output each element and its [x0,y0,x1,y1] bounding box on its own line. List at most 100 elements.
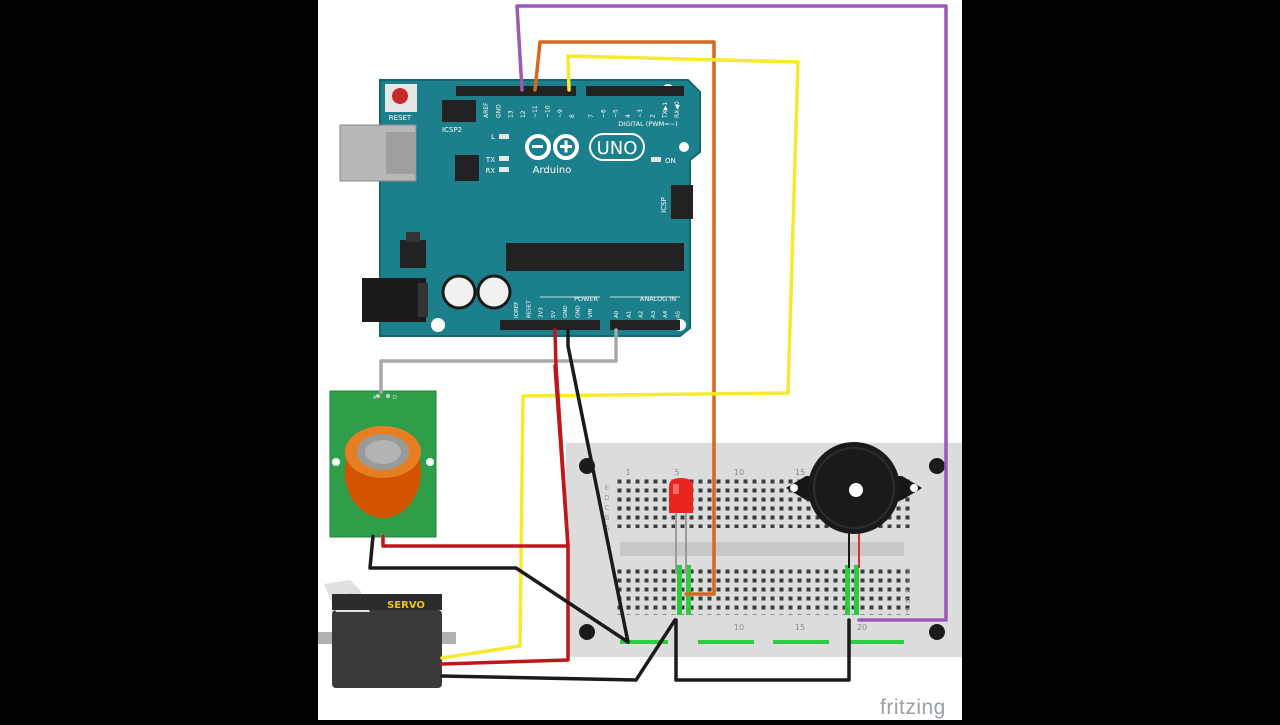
pin-label: ~10 [545,105,552,118]
on-led [651,157,661,162]
dc-power-jack [362,278,426,322]
board-mount-hole [679,142,689,152]
pin-label: RX◀0 [674,101,681,118]
sensor-pin-label: D [393,395,397,401]
icsp2-header [442,100,476,122]
analog-label: ANALOG IN [640,295,676,303]
pin-label: ~9 [557,109,564,118]
atmega328-chip [506,243,684,271]
breadboard-row-letter: J [906,567,909,575]
pin-label: TX▶1 [662,102,669,119]
digital-header-left [456,86,576,96]
servo-top-plate [332,594,442,610]
reset-label: RESET [389,114,412,122]
pin-label: GND [495,104,502,118]
pin-label: 7 [588,114,595,118]
infinity-logo-icon [525,134,579,160]
sensor-mount-hole [426,458,434,466]
wire-yellow [440,54,800,660]
breadboard-row-letter: H [905,587,910,595]
pin-label: A3 [651,310,657,318]
l-label: L [491,133,495,141]
dc-power-jack-front [418,283,428,317]
uno-logo-text: UNO [597,138,638,159]
breadboard-col-number: 20 [857,623,867,632]
breadboard-col-number: 10 [734,468,744,477]
led-bulb [669,478,693,513]
pin-label: ~5 [613,109,620,118]
breadboard-row-letter: G [905,597,910,605]
pin-label: IOREF [514,302,520,318]
capacitor [476,274,512,310]
voltage-regulator [400,240,426,268]
breadboard-mount-hole [929,458,945,474]
circuit-diagram: 1 5 10 15 20 10 15 20 E D C B A J I H G … [318,4,962,688]
l-led [499,134,509,139]
wire-black-gnd [566,328,630,644]
buzzer-sound-hole [849,483,863,497]
breadboard-row-letter: A [605,524,610,532]
tx-led [499,156,509,161]
pin-label: 3V3 [539,307,545,318]
rx-label: RX [485,167,495,175]
diagram-canvas: 1 5 10 15 20 10 15 20 E D C B A J I H G … [318,0,962,720]
pin-label: 5V [551,311,557,318]
pin-label: ~11 [532,105,539,118]
arduino-pcb [379,79,701,337]
breadboard-mount-hole [929,624,945,640]
pin-label: GND [576,305,582,318]
led-glare [673,484,679,494]
wire-orange [533,40,716,596]
wire-gray [379,328,618,394]
tx-label: TX [485,156,495,164]
breadboard-mount-hole [579,624,595,640]
red-led [669,478,693,574]
wire-purple [515,4,948,622]
rx-led [499,167,509,172]
pin-label: A1 [626,311,632,318]
uno-badge [589,133,645,161]
gas-sensor-mesh-inner [365,440,401,464]
breadboard-row-letter: B [605,514,610,522]
pin-label: GND [563,305,569,318]
servo-label: SERVO [387,600,425,611]
icsp2-label: ICSP2 [442,126,462,134]
pin-label: A0 [614,310,620,318]
sensor-mount-hole [332,458,340,466]
reset-button[interactable] [392,88,408,104]
gas-sensor-module: A D [329,390,437,538]
power-label: POWER [574,295,599,303]
breadboard-rail-bottom [620,640,904,644]
pin-label: 8 [569,114,576,118]
digital-header-right [586,86,684,96]
digital-label: DIGITAL (PWM=~) [618,120,677,128]
power-pin-labels: IOREF RESET 3V3 5V GND GND VIN [514,300,594,318]
breadboard-col-number: 15 [795,468,805,477]
pin-label: 12 [520,110,527,118]
pin-label: ~3 [637,109,644,118]
pin-label: VIN [588,309,594,319]
breadboard-col-number: 1 [625,468,630,477]
breadboard-bottom-holes [614,565,910,615]
on-label: ON [665,157,676,165]
buzzer-mount-hole [910,484,918,492]
pin-label: A4 [663,310,669,318]
buzzer-ring [813,447,895,529]
wire-black-sensor [368,534,630,644]
breadboard-row-letter: E [605,484,609,492]
breadboard-pin-highlights [677,565,859,615]
pin-label: RESET [526,300,532,318]
arduino-logo: UNO Arduino [525,133,645,176]
usb-connector-inner [386,132,416,174]
wires [368,4,948,682]
pin-label: ~6 [600,109,607,118]
pin-label: 4 [625,114,632,118]
breadboard-center-channel [620,542,904,556]
wire-black-buzzer [674,618,851,682]
power-header [500,320,600,330]
icsp-label: ICSP [660,197,668,213]
sensor-pin-a [376,394,380,398]
breadboard-row-letter: C [605,504,610,512]
